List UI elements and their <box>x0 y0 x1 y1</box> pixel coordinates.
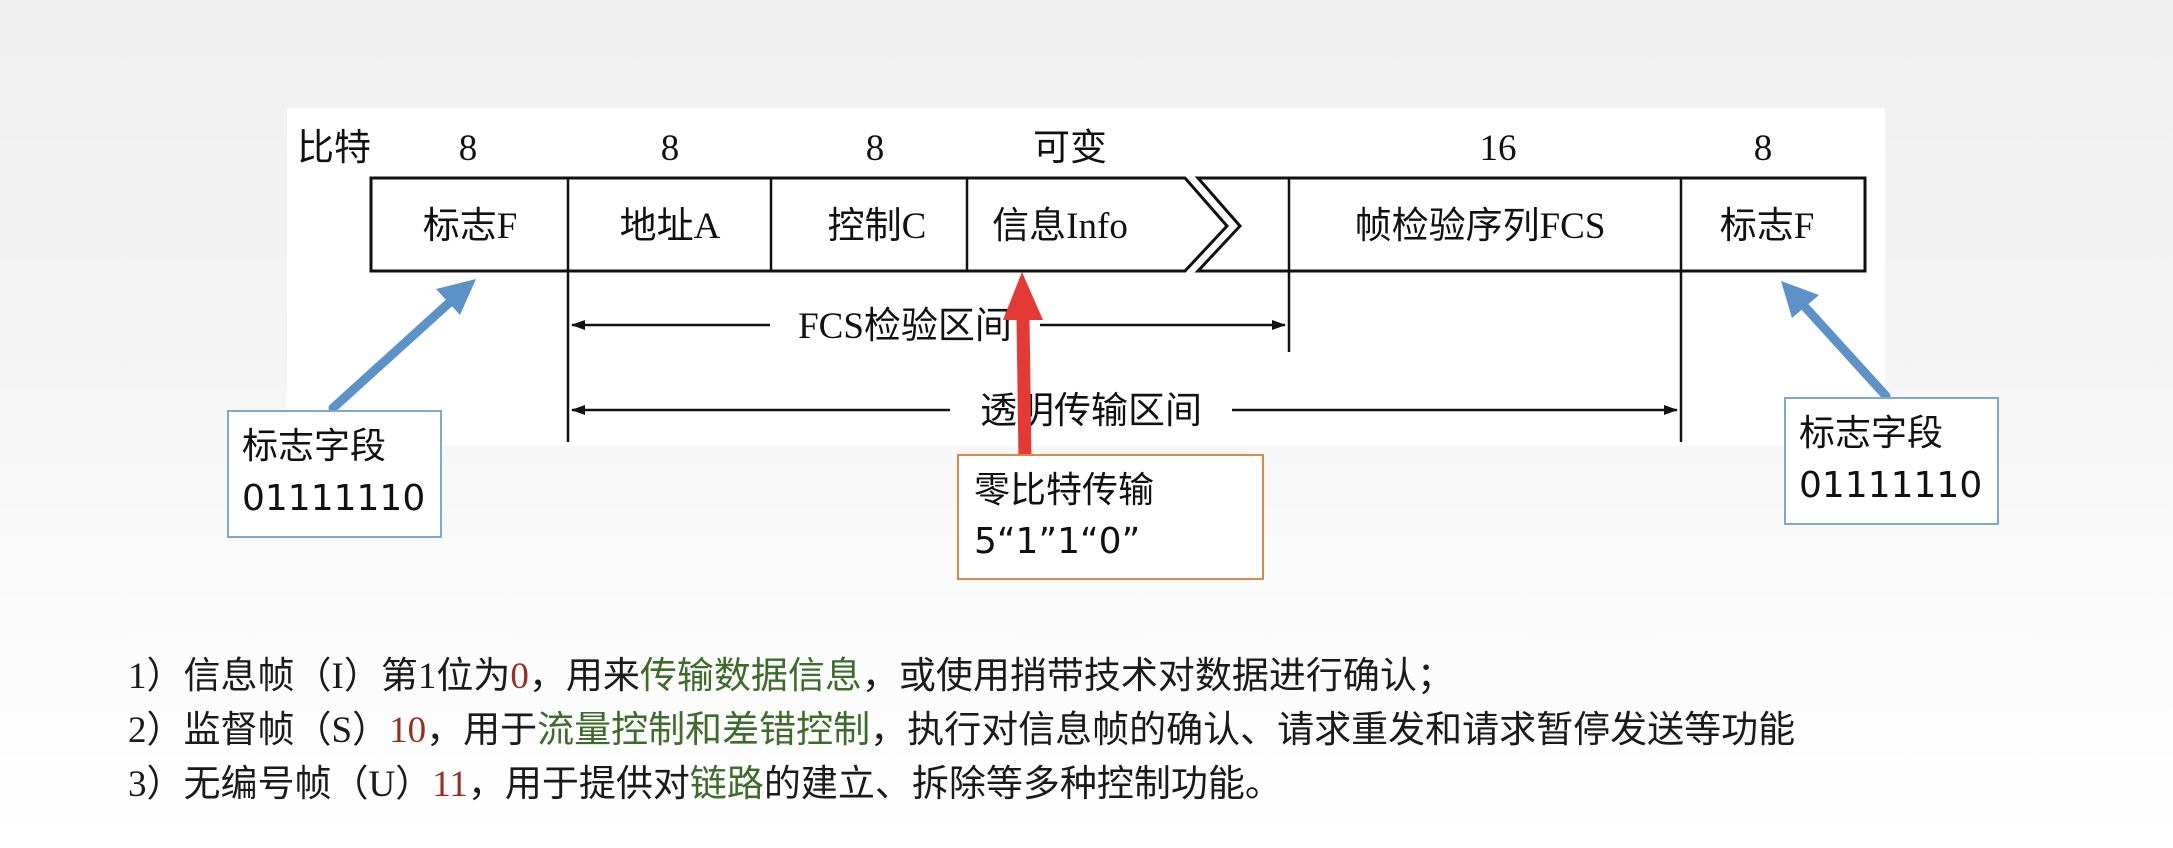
list-item-supervisory-frame: 2）监督帧（S）10，用于流量控制和差错控制，执行对信息帧的确认、请求重发和请求… <box>128 710 1796 751</box>
frame-type-list: 1）信息帧（I）第1位为0，用来传输数据信息，或使用捎带技术对数据进行确认； 2… <box>128 650 2168 812</box>
bit-width-control: 8 <box>866 128 885 169</box>
blue-arrow-right <box>1781 281 1891 401</box>
field-address: 地址A <box>620 206 721 247</box>
callout-left-value: 01111110 <box>242 478 425 519</box>
list-item-unnumbered-frame: 3）无编号帧（U）11，用于提供对链路的建立、拆除等多种控制功能。 <box>128 764 1282 805</box>
bit-width-address: 8 <box>661 128 680 169</box>
hdlc-frame-diagram: 比特 8 8 8 可变 16 8 标志F 地址A 控制C 信息Info 帧检验序… <box>227 108 1999 580</box>
red-arrow-zero-bit <box>1003 272 1043 461</box>
bits-label: 比特 <box>297 128 371 169</box>
bit-width-info: 可变 <box>1033 127 1107 169</box>
transparent-range-label: 透明传输区间 <box>980 390 1202 432</box>
bit-width-flag-right: 8 <box>1754 128 1773 169</box>
callout-center-box <box>957 454 1264 580</box>
frame-box-left <box>369 176 1230 273</box>
bit-width-flag-left: 8 <box>459 128 478 169</box>
callout-left-box <box>227 410 442 538</box>
field-control: 控制C <box>828 205 927 247</box>
bit-width-fcs: 16 <box>1480 128 1517 169</box>
callout-center-value: 5“1”1“0” <box>974 521 1140 562</box>
field-fcs: 帧检验序列FCS <box>1355 205 1606 247</box>
frame-box-right <box>1194 176 1867 273</box>
callout-right-title: 标志字段 <box>1799 413 1943 454</box>
field-flag-left: 标志F <box>423 206 518 247</box>
figure-panel <box>287 108 1885 446</box>
callout-center-title: 零比特传输 <box>974 470 1154 511</box>
callout-left-title: 标志字段 <box>242 426 386 467</box>
blue-arrow-left <box>328 279 476 413</box>
field-info: 信息Info <box>992 205 1128 247</box>
field-flag-right: 标志F <box>1720 206 1815 247</box>
list-item-info-frame: 1）信息帧（I）第1位为0，用来传输数据信息，或使用捎带技术对数据进行确认； <box>128 656 1454 697</box>
callout-right-box <box>1784 397 1999 525</box>
fcs-range-label: FCS检验区间 <box>798 305 1012 347</box>
callout-right-value: 01111110 <box>1799 465 1982 506</box>
